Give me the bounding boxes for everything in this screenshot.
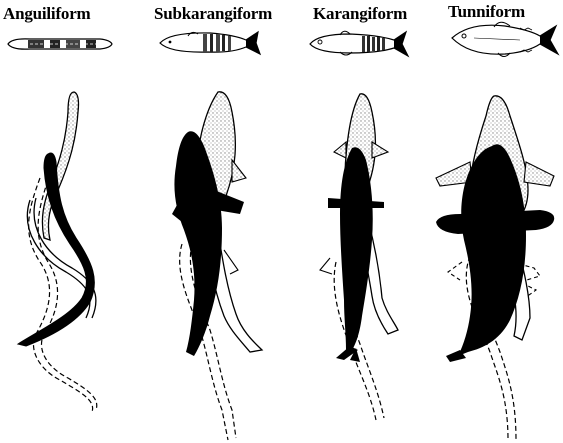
subcarangiform-wave (172, 92, 262, 440)
anguilliform-wave (18, 92, 97, 412)
carangiform-wave (320, 94, 398, 420)
tuna-icon (452, 22, 558, 56)
mackerel-icon (310, 31, 408, 56)
trout-icon (160, 32, 260, 54)
eel-icon (8, 39, 112, 49)
thunniform-wave (436, 96, 554, 440)
